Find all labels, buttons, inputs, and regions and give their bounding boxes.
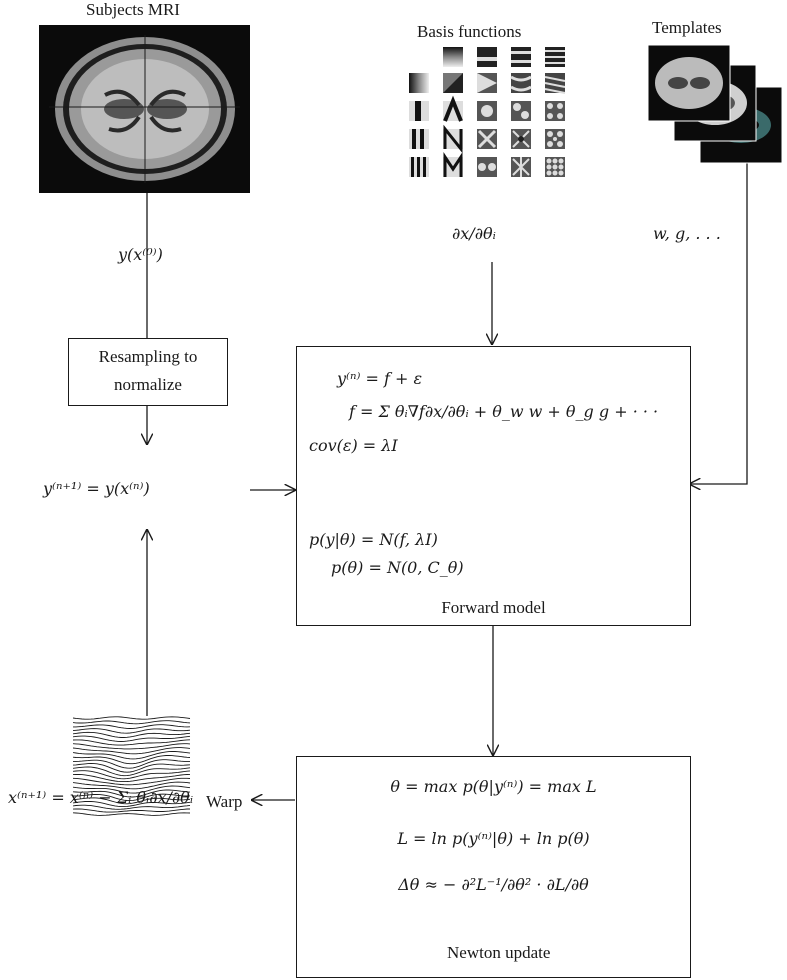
- forward-eq2: f = Σ θᵢ∇f∂x/∂θᵢ + θ_w w + θ_g g + · · ·: [349, 402, 659, 421]
- warp-line: [73, 759, 190, 769]
- warp-line: [73, 720, 191, 725]
- warp-line: [73, 735, 191, 742]
- newton-update-box: θ = max p(θ|y⁽ⁿ⁾) = max L L = ln p(y⁽ⁿ⁾|…: [296, 756, 691, 978]
- warp-line: [73, 724, 191, 729]
- forward-eq4: p(y|θ) = N(f, λI): [309, 530, 438, 549]
- forward-eq5: p(θ) = N(0, C_θ): [331, 558, 464, 577]
- warp-line: [73, 773, 191, 783]
- mri-brain-image: [39, 25, 250, 193]
- resample-box: Resampling to normalize: [68, 338, 228, 406]
- forward-eq3: cov(ε) = λI: [309, 436, 398, 455]
- warp-line: [73, 747, 191, 755]
- warp-line: [73, 793, 191, 802]
- templates-stack: [647, 44, 783, 164]
- warp-line: [73, 716, 191, 720]
- newton-eq1: θ = max p(θ|y⁽ⁿ⁾) = max L: [390, 777, 597, 796]
- warp-line: [73, 743, 191, 750]
- warp-line: [73, 763, 191, 773]
- forward-eq1: y⁽ⁿ⁾ = f + ε: [337, 369, 423, 388]
- warp-line: [73, 800, 191, 808]
- warp-line: [73, 731, 191, 738]
- warp-line: [73, 789, 191, 798]
- warp-grid-image: [73, 716, 191, 816]
- newton-eq2: L = ln p(y⁽ⁿ⁾|θ) + ln p(θ): [397, 829, 590, 848]
- dx-dtheta-label: ∂x/∂θᵢ: [452, 224, 496, 243]
- warp-line: [73, 781, 191, 790]
- warp-label: Warp: [206, 792, 243, 811]
- resample-line1: Resampling to: [98, 347, 198, 366]
- y-update-formula: y⁽ⁿ⁺¹⁾ = y(x⁽ⁿ⁾): [43, 479, 150, 498]
- warp-line: [73, 739, 191, 746]
- warp-line: [73, 751, 191, 760]
- warp-line: [73, 766, 191, 777]
- y-x0-label: y(x⁽⁰⁾): [118, 245, 163, 264]
- subjects-mri-title: Subjects MRI: [86, 0, 180, 19]
- newton-eq3: Δθ ≈ − ∂²L⁻¹/∂θ² · ∂L/∂θ: [398, 875, 589, 894]
- warp-line: [73, 785, 191, 794]
- basis-functions-grid: [409, 47, 566, 177]
- warp-line: [73, 804, 191, 810]
- warp-line: [73, 797, 191, 805]
- templates-title: Templates: [652, 18, 722, 37]
- warp-line: [73, 808, 190, 813]
- w-g-label: w, g, . . .: [653, 224, 721, 243]
- warp-line: [73, 777, 191, 786]
- resample-line2: normalize: [114, 375, 182, 394]
- x-update-formula: x⁽ⁿ⁺¹⁾ = x⁽ⁿ⁾ − Σᵢ θᵢ∂x/∂θᵢ: [8, 788, 194, 807]
- basis-functions-title: Basis functions: [417, 22, 522, 41]
- warp-line: [73, 755, 191, 765]
- forward-model-caption: Forward model: [441, 598, 546, 617]
- forward-model-box: y⁽ⁿ⁾ = f + ε f = Σ θᵢ∇f∂x/∂θᵢ + θ_w w + …: [296, 346, 691, 626]
- templates-to-forward-connector: [690, 163, 748, 484]
- warp-line: [73, 770, 191, 780]
- warp-line: [73, 728, 191, 734]
- newton-update-caption: Newton update: [447, 943, 551, 962]
- warp-line: [73, 812, 191, 816]
